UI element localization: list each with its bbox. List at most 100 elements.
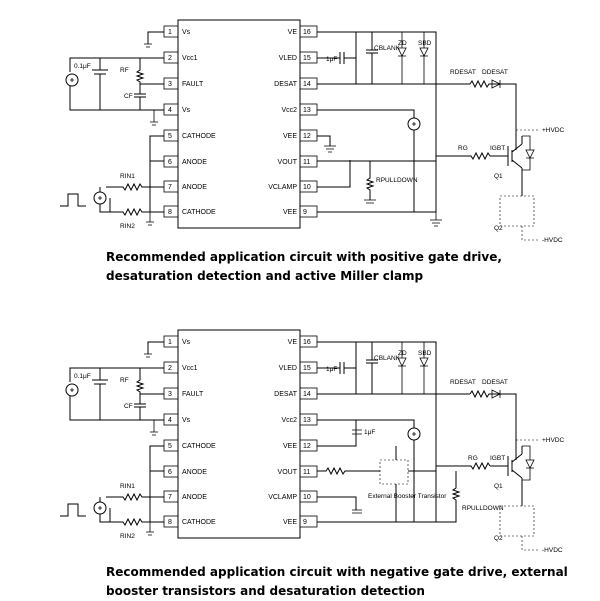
pin-num: 13 bbox=[303, 417, 311, 424]
pin-label: Vs bbox=[182, 417, 191, 424]
label-rin2: RIN2 bbox=[120, 533, 135, 540]
label-rf: RF bbox=[120, 377, 129, 384]
label-hvdc-neg: -HVDC bbox=[542, 237, 563, 244]
pin-num: 4 bbox=[168, 107, 172, 114]
pin-num: 8 bbox=[168, 209, 172, 216]
pin-num: 9 bbox=[303, 209, 307, 216]
pin-num: 10 bbox=[303, 494, 311, 501]
pin-label: VLED bbox=[279, 365, 297, 372]
pin-label: CATHODE bbox=[182, 519, 216, 526]
label-rdesat: RDESAT bbox=[450, 69, 476, 76]
ic-labels-1: 1 2 3 4 5 6 7 8 Vs Vcc1 FAULT Vs CATHODE… bbox=[168, 29, 311, 216]
label-rin2: RIN2 bbox=[120, 223, 135, 230]
pin-label: Vcc1 bbox=[182, 55, 198, 62]
pin-num: 7 bbox=[168, 184, 172, 191]
label-rdesat: RDESAT bbox=[450, 379, 476, 386]
circuit-2 bbox=[59, 329, 541, 551]
label-igbt: IGBT bbox=[490, 145, 505, 152]
pin-label: DESAT bbox=[274, 81, 298, 88]
pin-label: ANODE bbox=[182, 159, 207, 166]
component-labels-2: 0.1μF RF CF RIN1 RIN2 1μF 1μF CBLANK ZD … bbox=[74, 350, 565, 554]
pin-label: VEE bbox=[283, 443, 297, 450]
label-rg: RG bbox=[458, 145, 468, 152]
label-cap-01uf: 0.1μF bbox=[74, 373, 91, 380]
label-q1: Q1 bbox=[494, 483, 503, 490]
label-hvdc-pos: +HVDC bbox=[542, 437, 565, 444]
label-ddesat: DDESAT bbox=[482, 379, 508, 386]
label-cap-1uf: 1μF bbox=[326, 56, 337, 63]
label-sbd: SBD bbox=[418, 350, 432, 357]
pin-label: VOUT bbox=[278, 159, 298, 166]
pin-label: VE bbox=[288, 339, 298, 346]
pin-num: 4 bbox=[168, 417, 172, 424]
pin-label: CATHODE bbox=[182, 133, 216, 140]
pin-num: 11 bbox=[303, 469, 310, 476]
pin-num: 11 bbox=[303, 159, 310, 166]
caption-1: Recommended application circuit with pos… bbox=[106, 250, 502, 283]
pin-num: 2 bbox=[168, 365, 172, 372]
pin-label: ANODE bbox=[182, 494, 207, 501]
label-cap-01uf: 0.1μF bbox=[74, 63, 91, 70]
label-cblank: CBLANK bbox=[374, 355, 401, 362]
pin-label: VLED bbox=[279, 55, 297, 62]
pin-num: 6 bbox=[168, 159, 172, 166]
label-q2: Q2 bbox=[494, 535, 503, 542]
pin-label: DESAT bbox=[274, 391, 298, 398]
label-cf: CF bbox=[124, 403, 133, 410]
pin-num: 10 bbox=[303, 184, 311, 191]
pin-num: 6 bbox=[168, 469, 172, 476]
ic-labels-2: 1 2 3 4 5 6 7 8 Vs Vcc1 FAULT Vs CATHODE… bbox=[168, 339, 311, 526]
pin-label: ANODE bbox=[182, 184, 207, 191]
pin-num: 5 bbox=[168, 133, 172, 140]
component-labels-1: 0.1μF RF CF RIN1 RIN2 1μF CBLANK ZD SBD … bbox=[74, 40, 565, 244]
pin-num: 3 bbox=[168, 391, 172, 398]
pin-num: 15 bbox=[303, 55, 311, 62]
pin-label: VOUT bbox=[278, 469, 298, 476]
pin-label: Vs bbox=[182, 339, 191, 346]
pin-label: Vcc2 bbox=[281, 107, 297, 114]
label-sbd: SBD bbox=[418, 40, 432, 47]
pin-label: Vs bbox=[182, 107, 191, 114]
pin-label: VCLAMP bbox=[268, 184, 297, 191]
pin-num: 8 bbox=[168, 519, 172, 526]
pin-label: CATHODE bbox=[182, 443, 216, 450]
pin-num: 7 bbox=[168, 494, 172, 501]
pin-label: VCLAMP bbox=[268, 494, 297, 501]
label-cblank: CBLANK bbox=[374, 45, 401, 52]
pin-num: 1 bbox=[168, 339, 172, 346]
pin-num: 9 bbox=[303, 519, 307, 526]
label-q2: Q2 bbox=[494, 225, 503, 232]
pin-num: 3 bbox=[168, 81, 172, 88]
pin-label: VEE bbox=[283, 209, 297, 216]
pin-num: 16 bbox=[303, 29, 311, 36]
pin-label: CATHODE bbox=[182, 209, 216, 216]
label-rpulldown: RPULLDOWN bbox=[376, 177, 418, 184]
label-cap-1uf: 1μF bbox=[326, 366, 337, 373]
pin-num: 13 bbox=[303, 107, 311, 114]
pin-label: Vcc1 bbox=[182, 365, 198, 372]
label-rg: RG bbox=[468, 455, 478, 462]
pin-num: 12 bbox=[303, 443, 311, 450]
pin-num: 1 bbox=[168, 29, 172, 36]
label-hvdc-pos: +HVDC bbox=[542, 127, 565, 134]
label-booster: External Booster Transistor bbox=[368, 493, 447, 500]
pin-num: 15 bbox=[303, 365, 311, 372]
label-ddesat: DDESAT bbox=[482, 69, 508, 76]
pin-num: 12 bbox=[303, 133, 311, 140]
pin-label: FAULT bbox=[182, 81, 204, 88]
label-cf: CF bbox=[124, 93, 133, 100]
pin-num: 5 bbox=[168, 443, 172, 450]
label-igbt: IGBT bbox=[490, 455, 505, 462]
label-zd: ZD bbox=[398, 350, 407, 357]
circuit-1 bbox=[59, 19, 541, 241]
pin-label: ANODE bbox=[182, 469, 207, 476]
label-q1: Q1 bbox=[494, 173, 503, 180]
label-rf: RF bbox=[120, 67, 129, 74]
pin-label: Vcc2 bbox=[281, 417, 297, 424]
pin-num: 2 bbox=[168, 55, 172, 62]
label-rpulldown: RPULLDOWN bbox=[462, 505, 504, 512]
pin-label: VEE bbox=[283, 519, 297, 526]
label-rin1: RIN1 bbox=[120, 483, 135, 490]
pin-label: VEE bbox=[283, 133, 297, 140]
